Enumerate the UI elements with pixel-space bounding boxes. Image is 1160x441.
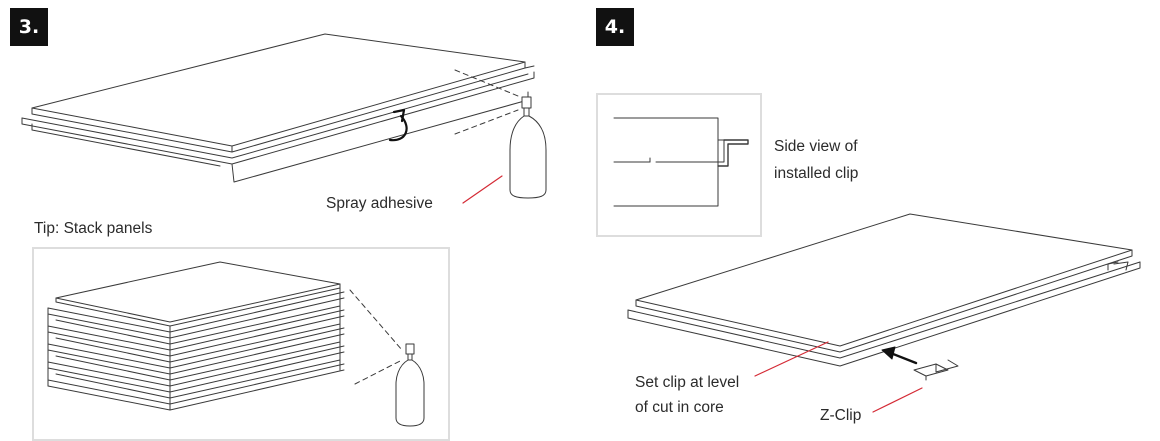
side-view-label-line1: Side view of [774, 138, 858, 155]
step-3-badge: 3. [10, 8, 48, 46]
panel-step3 [21, 33, 535, 183]
side-view-clip-detail [613, 117, 749, 207]
spray-adhesive-label: Spray adhesive [326, 195, 433, 212]
z-clip-label: Z-Clip [820, 407, 862, 424]
spray-leader-line [462, 175, 503, 204]
set-clip-label-line1: Set clip at level [635, 374, 740, 391]
spray-can-stack-icon [395, 343, 425, 427]
zclip-leader-line [872, 387, 923, 413]
side-view-label-line2: installed clip [774, 165, 859, 182]
stacked-panels [47, 261, 345, 411]
stack-panels-inset [32, 247, 450, 441]
z-clip-icon [913, 359, 959, 381]
insert-arrow-icon [881, 346, 918, 365]
spray-can-icon [509, 96, 547, 199]
tip-stack-panels-label: Tip: Stack panels [34, 220, 153, 237]
rotate-arrow-icon [388, 108, 408, 142]
set-clip-leader-line [754, 341, 829, 377]
step-4-badge: 4. [596, 8, 634, 46]
set-clip-label-line2: of cut in core [635, 399, 724, 416]
panel-step4 [627, 213, 1141, 367]
side-view-inset [596, 93, 762, 237]
